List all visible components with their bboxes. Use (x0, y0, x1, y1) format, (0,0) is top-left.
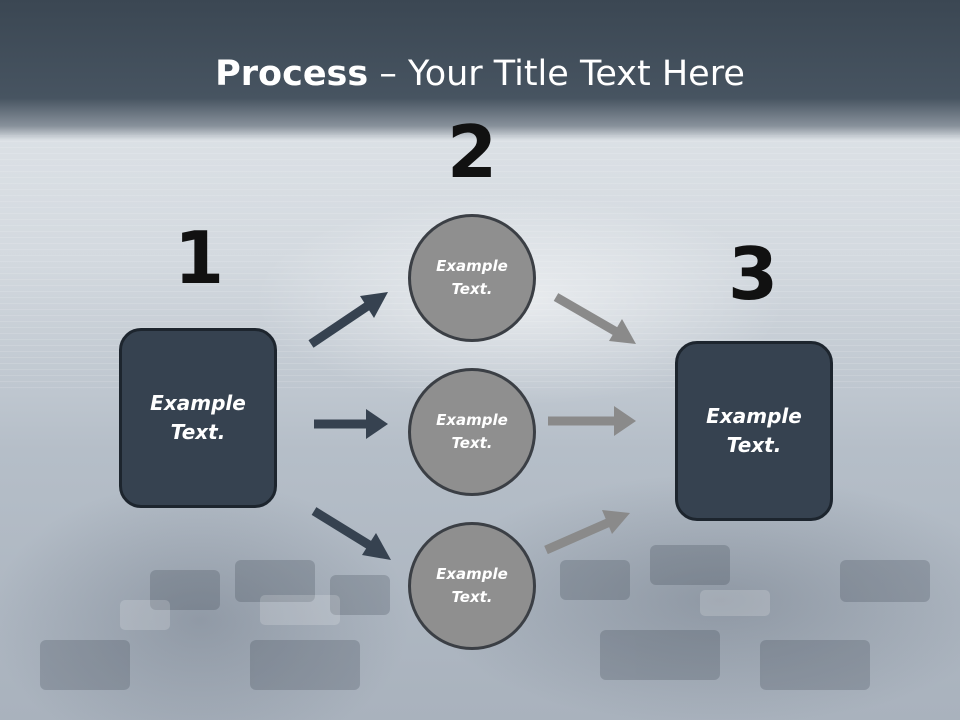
step-number-1: 1 (173, 216, 225, 300)
header-band (0, 0, 960, 140)
title-bold: Process (215, 54, 369, 94)
arrow-top-circle-to-3 (553, 293, 636, 344)
arrow-1-to-middle-circle (314, 409, 388, 439)
slide-title: Process – Your Title Text Here (0, 52, 960, 96)
circle-bottom-text-line2: Text. (451, 588, 493, 606)
step-1-text-line2: Text. (170, 420, 226, 444)
step-1-box: Example Text. (119, 328, 277, 508)
title-rest: – Your Title Text Here (368, 54, 745, 94)
circle-middle-text-line2: Text. (451, 434, 493, 452)
circle-middle-text-line1: Example (436, 411, 508, 429)
arrow-1-to-top-circle (308, 292, 388, 348)
step-3-box: Example Text. (675, 341, 833, 521)
step-number-3: 3 (727, 232, 779, 316)
step-3-text-line2: Text. (726, 433, 782, 457)
step-1-text-line1: Example (150, 391, 246, 415)
step-number-2: 2 (446, 110, 498, 194)
step-3-text-line1: Example (706, 404, 802, 428)
circle-top-text-line1: Example (436, 257, 508, 275)
circle-top-text-line2: Text. (451, 280, 493, 298)
circle-top: Example Text. (408, 214, 536, 342)
circle-middle: Example Text. (408, 368, 536, 496)
circle-bottom-text-line1: Example (436, 565, 508, 583)
arrow-bottom-circle-to-3 (544, 510, 630, 555)
arrow-1-to-bottom-circle (311, 507, 391, 560)
circle-bottom: Example Text. (408, 522, 536, 650)
arrow-middle-circle-to-3 (548, 406, 636, 436)
